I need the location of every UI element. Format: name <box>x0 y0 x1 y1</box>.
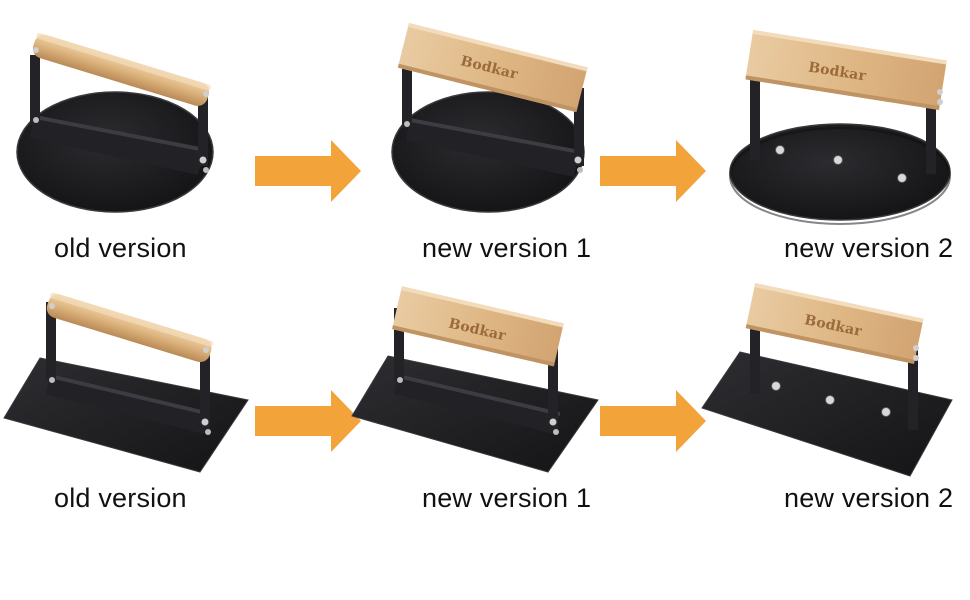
round-press-v1-image <box>391 22 588 213</box>
product-round-v1: Bodkar new version 1 <box>380 0 610 263</box>
caption-rect-v2: new version 2 <box>784 483 954 513</box>
product-rect-v1: Bodkar new version 1 <box>348 286 608 513</box>
round-press-old-image <box>16 32 214 213</box>
product-round-old: old version <box>0 0 230 263</box>
caption-rect-old: old version <box>54 483 187 513</box>
arrow-right-icon <box>255 390 361 452</box>
product-rect-v2: Bodkar new version 2 <box>700 283 970 513</box>
arrow-right-icon <box>600 390 706 452</box>
round-press-v2-image <box>729 29 951 225</box>
caption-round-v1: new version 1 <box>422 233 592 263</box>
caption-rect-v1: new version 1 <box>422 483 592 513</box>
rect-press-v1-image <box>351 286 599 473</box>
product-round-v2: Bodkar new version 2 <box>728 0 970 263</box>
arrow-right-icon <box>600 140 706 202</box>
caption-round-old: old version <box>54 233 187 263</box>
arrow-right-icon <box>255 140 361 202</box>
rect-press-old-image <box>3 292 249 473</box>
product-rect-old: old version <box>0 290 260 513</box>
rect-press-v2-image <box>701 283 953 477</box>
caption-round-v2: new version 2 <box>784 233 954 263</box>
